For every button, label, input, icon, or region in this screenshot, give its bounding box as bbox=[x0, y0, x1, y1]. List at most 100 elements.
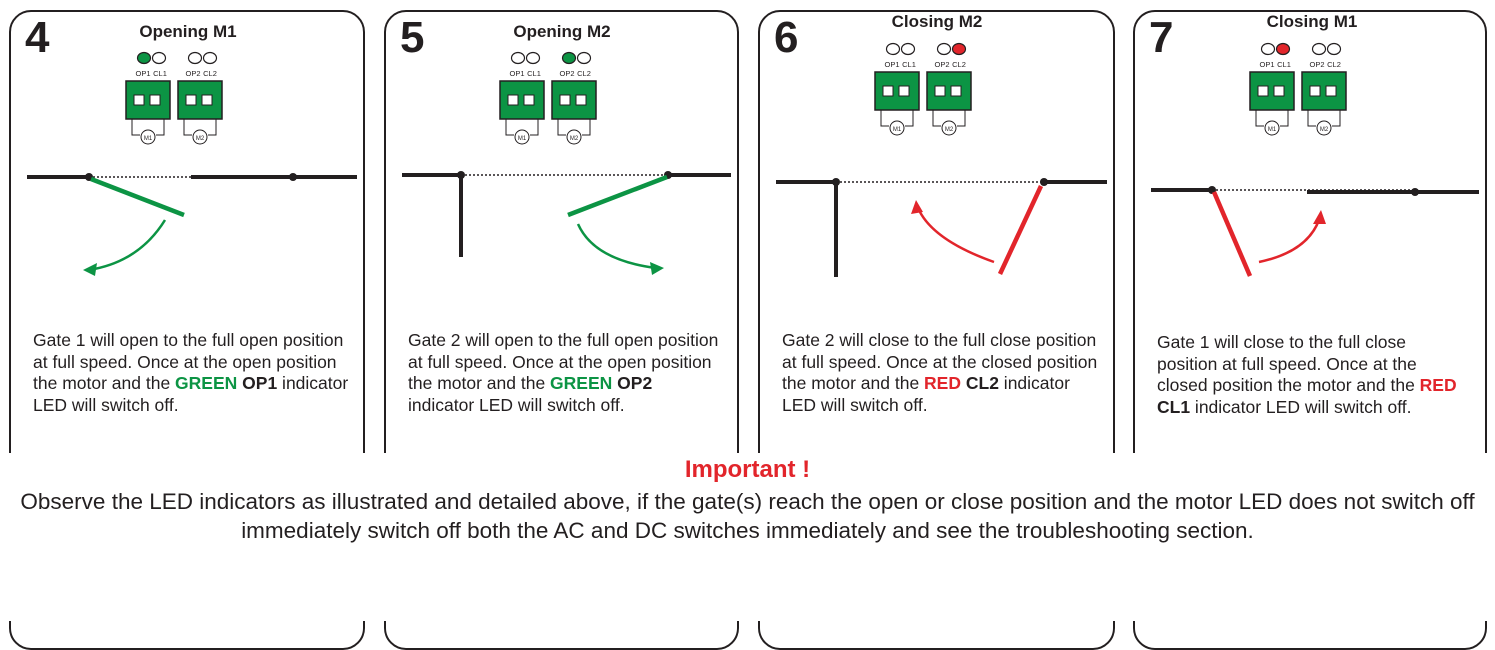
led-label: OP1 bbox=[509, 69, 524, 78]
led-name: OP1 bbox=[242, 373, 278, 393]
motor-icon bbox=[192, 129, 208, 145]
led-op2 bbox=[561, 51, 577, 65]
important-title: Important ! bbox=[684, 456, 811, 483]
gate-leaf bbox=[90, 176, 185, 218]
led-op1 bbox=[136, 51, 152, 65]
gate-diagram bbox=[402, 171, 731, 275]
led-name: CL1 bbox=[1157, 396, 1191, 417]
step-title: Closing M2 bbox=[891, 12, 983, 31]
gate-diagram bbox=[27, 173, 357, 276]
step-number: 6 bbox=[774, 13, 799, 62]
led-op2 bbox=[187, 51, 203, 65]
led-op2 bbox=[936, 42, 952, 56]
desc-text: Gate 2 will open to the full open positi… bbox=[408, 330, 719, 393]
led-label: OP1 bbox=[135, 69, 150, 78]
motor-icon bbox=[566, 129, 582, 145]
motion-arrow bbox=[88, 219, 167, 272]
desc-tail: indicator LED will switch off. bbox=[782, 373, 1070, 415]
led-op1 bbox=[885, 42, 901, 56]
led-name: CL2 bbox=[965, 373, 999, 393]
desc-tail: indicator LED will switch off. bbox=[408, 394, 625, 415]
terminal-block bbox=[125, 80, 171, 120]
step-description: Gate 1 will open to the full open positi… bbox=[33, 330, 349, 416]
led-cl2 bbox=[951, 42, 967, 56]
motor-icon bbox=[514, 129, 530, 145]
terminal-block bbox=[551, 80, 597, 120]
led-color-word: GREEN bbox=[550, 373, 613, 393]
terminal-block bbox=[1301, 71, 1347, 111]
led-color-word: RED bbox=[1419, 375, 1457, 395]
step-number: 7 bbox=[1149, 13, 1174, 62]
led-color-word: RED bbox=[924, 373, 961, 393]
desc-tail: indicator LED will switch off. bbox=[1190, 396, 1412, 417]
motor-icon bbox=[1264, 120, 1280, 136]
led-label: CL1 bbox=[902, 60, 916, 69]
led-label: CL1 bbox=[527, 69, 541, 78]
led-op2 bbox=[1311, 42, 1327, 56]
led-cl1 bbox=[900, 42, 916, 56]
led-label: CL2 bbox=[203, 69, 217, 78]
motor-label: M2 bbox=[570, 136, 579, 142]
motor-label: M2 bbox=[1320, 127, 1329, 133]
gate-leaf bbox=[1211, 191, 1253, 277]
led-op1 bbox=[1260, 42, 1276, 56]
led-cl2 bbox=[576, 51, 592, 65]
gate-diagram bbox=[1151, 186, 1479, 277]
led-op1 bbox=[510, 51, 526, 65]
step-description: Gate 2 will close to the full close posi… bbox=[782, 330, 1099, 416]
led-cl2 bbox=[202, 51, 218, 65]
step-number: 5 bbox=[400, 13, 425, 62]
led-label: OP1 bbox=[1259, 60, 1274, 69]
motor-label: M2 bbox=[945, 127, 954, 133]
important-text: Observe the LED indicators as illustrate… bbox=[20, 489, 1475, 543]
led-label: OP1 bbox=[884, 60, 899, 69]
led-label: CL2 bbox=[1327, 60, 1341, 69]
led-label: OP2 bbox=[1309, 60, 1324, 69]
desc-text: Gate 2 will close to the full close posi… bbox=[782, 330, 1098, 393]
desc-text: Gate 1 will close to the full close posi… bbox=[1157, 332, 1420, 395]
gate-diagram bbox=[776, 178, 1107, 277]
gate-leaf bbox=[997, 185, 1044, 275]
step-description: Gate 1 will close to the full close posi… bbox=[1157, 332, 1471, 418]
desc-text: Gate 1 will open to the full open positi… bbox=[33, 330, 344, 393]
motion-arrow bbox=[576, 223, 657, 270]
motor-label: M2 bbox=[196, 136, 205, 142]
gate-leaf bbox=[567, 174, 668, 218]
led-cl1 bbox=[151, 51, 167, 65]
step-title: Closing M1 bbox=[1266, 12, 1358, 31]
motor-icon bbox=[140, 129, 156, 145]
led-color-word: GREEN bbox=[175, 373, 238, 393]
step-title: Opening M1 bbox=[139, 22, 237, 41]
led-label: CL1 bbox=[1277, 60, 1291, 69]
led-label: OP2 bbox=[934, 60, 949, 69]
important-notice: Important ! Observe the LED indicators a… bbox=[0, 453, 1495, 621]
led-label: OP2 bbox=[559, 69, 574, 78]
step-number: 4 bbox=[25, 13, 50, 62]
terminal-block bbox=[926, 71, 972, 111]
motor-icon bbox=[889, 120, 905, 136]
led-cl2 bbox=[1326, 42, 1342, 56]
terminal-block bbox=[874, 71, 920, 111]
motor-icon bbox=[941, 120, 957, 136]
step-description: Gate 2 will open to the full open positi… bbox=[408, 330, 723, 416]
terminal-block bbox=[1249, 71, 1295, 111]
terminal-block bbox=[499, 80, 545, 120]
motor-label: M1 bbox=[893, 127, 902, 133]
motor-label: M1 bbox=[1268, 127, 1277, 133]
led-cl1 bbox=[1275, 42, 1291, 56]
motor-label: M1 bbox=[518, 136, 527, 142]
motor-label: M1 bbox=[144, 136, 153, 142]
motion-arrow bbox=[1258, 219, 1321, 264]
led-name: OP2 bbox=[617, 373, 653, 393]
led-label: CL1 bbox=[153, 69, 167, 78]
led-label: CL2 bbox=[952, 60, 966, 69]
terminal-block bbox=[177, 80, 223, 120]
